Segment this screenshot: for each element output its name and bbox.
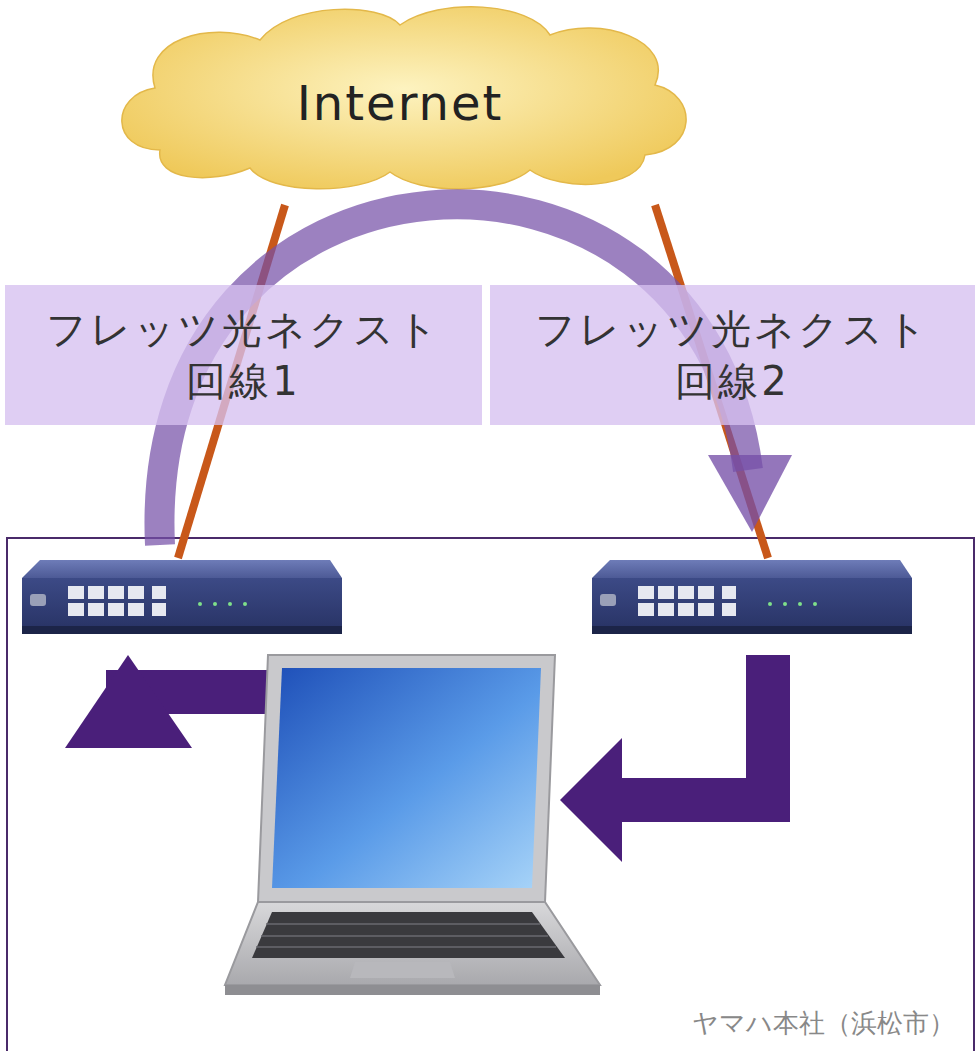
laptop	[225, 655, 600, 995]
arc-arrowhead	[708, 455, 792, 532]
line-label-box: フレッツ光ネクスト 回線2	[490, 285, 975, 425]
flow-arrow	[618, 655, 768, 800]
line-label-box: フレッツ光ネクスト 回線1	[5, 285, 482, 425]
cloud-label: Internet	[297, 75, 504, 131]
line-label: フレッツ光ネクスト 回線2	[500, 303, 965, 407]
flow-arrowhead	[65, 655, 192, 748]
router	[22, 560, 342, 634]
internet-cloud: Internet	[100, 0, 700, 195]
flow-arrowhead	[560, 738, 622, 862]
router	[592, 560, 912, 634]
line-label: フレッツ光ネクスト 回線1	[15, 303, 472, 407]
site-label: ヤマハ本社（浜松市）	[692, 1006, 955, 1041]
